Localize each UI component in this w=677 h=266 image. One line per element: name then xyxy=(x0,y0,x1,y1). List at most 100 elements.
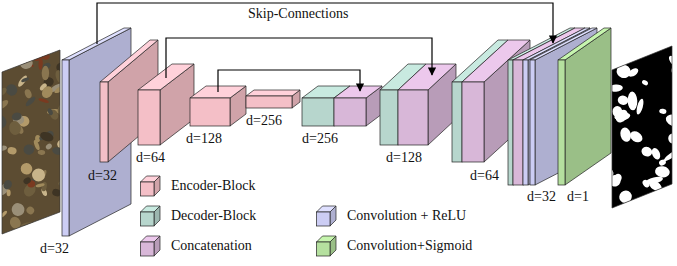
mask-grain xyxy=(666,131,677,146)
swatch-top xyxy=(141,236,161,242)
mask-grain xyxy=(601,166,615,180)
block-front xyxy=(246,96,292,108)
block-front xyxy=(62,60,69,236)
skip-arrow xyxy=(218,70,360,92)
aggregate-grain xyxy=(7,38,20,52)
output-mask xyxy=(600,40,677,218)
aggregate-grain xyxy=(24,88,33,99)
aggregate-grain xyxy=(0,113,9,131)
layer-block xyxy=(334,86,382,126)
layer-block xyxy=(398,64,456,145)
aggregate-grain xyxy=(21,77,30,83)
depth-label: d=256 xyxy=(302,131,338,147)
aggregate-grain xyxy=(22,176,32,185)
aggregate-grain xyxy=(1,36,12,49)
aggregate-grain xyxy=(0,118,6,129)
depth-label: d=128 xyxy=(386,150,422,166)
block-front xyxy=(462,82,484,162)
mask-grain xyxy=(627,66,640,78)
mask-grain xyxy=(635,98,645,115)
block-front xyxy=(190,98,230,126)
depth-label: d=32 xyxy=(527,189,556,205)
mask-grain xyxy=(667,205,677,216)
mask-grain xyxy=(613,107,630,124)
aggregate-grain xyxy=(2,179,14,191)
mask-grain xyxy=(611,50,627,63)
legend-text: Decoder-Block xyxy=(171,208,256,224)
aggregate-grain xyxy=(40,84,55,100)
block-top xyxy=(100,40,158,82)
mask-grain xyxy=(668,205,677,213)
skip-connections xyxy=(97,3,553,92)
block-front xyxy=(302,98,334,126)
mask-grain xyxy=(619,126,633,143)
swatch-front xyxy=(317,212,331,226)
block-top xyxy=(558,28,611,60)
legend-swatch xyxy=(140,234,162,257)
aggregate-grain xyxy=(11,111,23,121)
depth-label: d=64 xyxy=(136,150,165,166)
mask-grain xyxy=(664,112,677,129)
aggregate-grain xyxy=(8,120,22,136)
aggregate-grain xyxy=(17,48,30,53)
aggregate-grain xyxy=(25,49,30,54)
image-border xyxy=(2,50,60,234)
mask-grain xyxy=(635,199,654,218)
legend-entry: Decoder-Block xyxy=(140,204,256,227)
swatch-top xyxy=(141,206,161,212)
swatch-front xyxy=(317,242,331,256)
aggregate-grain xyxy=(19,236,29,243)
aggregate-grain xyxy=(0,145,7,152)
aggregate-grain xyxy=(47,107,54,115)
mask-ground xyxy=(600,40,677,215)
aggregate-grain xyxy=(38,150,46,155)
legend-entry: Encoder-Block xyxy=(140,174,255,197)
block-front xyxy=(138,90,160,145)
mask-grain xyxy=(617,95,629,106)
block-front xyxy=(558,60,565,185)
mask-grain xyxy=(640,41,659,51)
legend-entry: Concatenation xyxy=(140,234,252,257)
aggregate-grain xyxy=(44,225,58,238)
block-front xyxy=(334,98,366,126)
mask-grain xyxy=(609,84,623,92)
depth-label: d=1 xyxy=(567,189,589,205)
block-front xyxy=(398,90,428,145)
aggregate-grain xyxy=(22,143,35,156)
mask-border xyxy=(612,46,672,208)
block-front xyxy=(530,60,535,185)
aggregate-grain xyxy=(55,35,71,46)
layer-block xyxy=(558,28,611,185)
aggregate-grain xyxy=(35,183,45,188)
mask-grain xyxy=(641,79,649,86)
mask-grain xyxy=(654,165,670,178)
swatch-front xyxy=(141,242,155,256)
mask-grain xyxy=(663,148,677,162)
legend-entry: Convolution + ReLU xyxy=(316,204,466,227)
block-front xyxy=(523,60,528,185)
legend-text: Encoder-Block xyxy=(171,178,255,194)
legend-swatch xyxy=(140,204,162,227)
depth-label: d=256 xyxy=(246,113,282,129)
swatch-top xyxy=(317,206,337,212)
legend-entry: Convolution+Sigmoid xyxy=(316,234,472,257)
aggregate-grain xyxy=(42,66,50,81)
mask-grain xyxy=(635,195,649,212)
aggregate-grain xyxy=(0,210,8,218)
block-front xyxy=(513,60,523,185)
block-front xyxy=(508,60,513,185)
aggregate-grain xyxy=(0,86,8,98)
aggregate-grain xyxy=(38,97,49,103)
block-top xyxy=(246,90,300,96)
block-front xyxy=(100,82,108,162)
network-blocks xyxy=(62,28,611,236)
aggregate-grain xyxy=(33,139,41,151)
mask-grain xyxy=(659,108,667,114)
image-ground xyxy=(0,40,64,240)
mask-grain xyxy=(627,91,637,110)
depth-label: d=32 xyxy=(40,241,69,257)
depth-label: d=64 xyxy=(470,168,499,184)
legend-text: Convolution+Sigmoid xyxy=(347,238,472,254)
depth-label: d=32 xyxy=(88,168,117,184)
